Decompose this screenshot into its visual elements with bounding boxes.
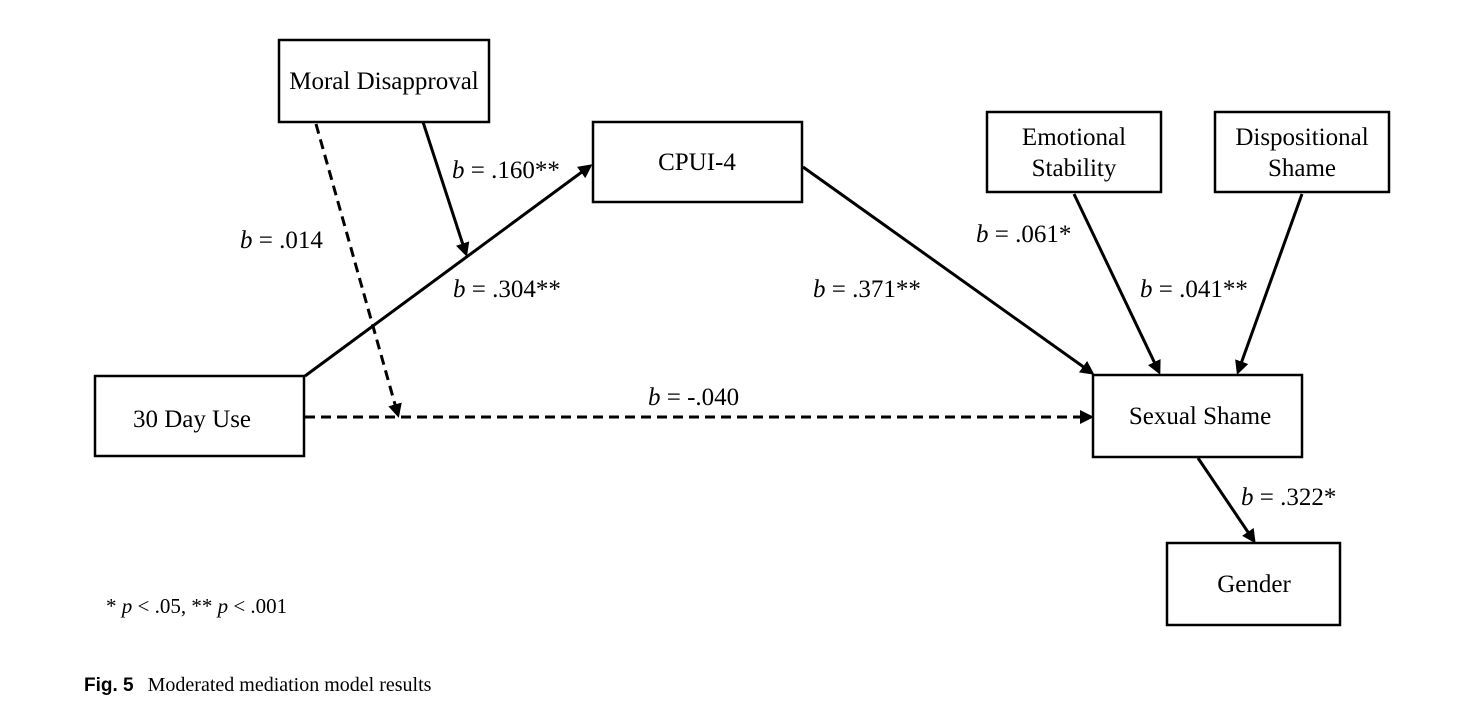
edge-moral-to-path-a <box>421 121 470 257</box>
node-label-line1: Emotional <box>1022 124 1126 151</box>
edge-shame-to-gender <box>1196 457 1256 544</box>
figure-caption: Fig. 5 Moderated mediation model results <box>84 674 432 696</box>
edge-label-use-to-cpui: b = .304** <box>453 276 561 303</box>
node-label: 30 Day Use <box>133 406 251 433</box>
node-label: CPUI-4 <box>658 149 736 176</box>
node-label-line1: Dispositional <box>1235 124 1368 151</box>
edge-label-use-to-shame: b = -.040 <box>648 384 739 411</box>
edge-use-to-cpui <box>304 164 593 378</box>
node-emotional-stability: Emotional Stability <box>985 110 1163 194</box>
node-30-day-use: 30 Day Use <box>93 374 306 458</box>
significance-note: * p < .05, ** p < .001 <box>106 594 287 618</box>
edge-moral-to-path-c <box>314 123 402 418</box>
node-gender: Gender <box>1165 541 1342 627</box>
node-label-line2: Stability <box>1032 155 1117 182</box>
node-label: Gender <box>1217 571 1291 598</box>
edge-cpui-to-shame <box>802 165 1095 375</box>
edge-label-dispositional-to-shame: b = .041** <box>1140 276 1248 303</box>
edge-dispositional-to-shame <box>1235 193 1304 375</box>
caption-label: Fig. 5 <box>84 675 134 696</box>
edge-label-stability-to-shame: b = .061* <box>976 221 1071 248</box>
edge-label-moral-to-path-c: b = .014 <box>240 227 323 254</box>
node-dispositional-shame: Dispositional Shame <box>1213 110 1391 194</box>
node-moral-disapproval: Moral Disapproval <box>277 38 491 124</box>
node-cpui4: CPUI-4 <box>591 120 804 204</box>
edge-stability-to-shame <box>1072 193 1161 375</box>
edge-label-shame-to-gender: b = .322* <box>1241 484 1336 511</box>
edge-label-moral-to-path-a: b = .160** <box>452 157 560 184</box>
caption-text: Moderated mediation model results <box>148 674 432 696</box>
edge-label-cpui-to-shame: b = .371** <box>813 276 921 303</box>
node-label-line2: Shame <box>1268 155 1336 182</box>
node-label: Moral Disapproval <box>289 68 479 95</box>
node-sexual-shame: Sexual Shame <box>1091 373 1304 459</box>
node-label: Sexual Shame <box>1129 403 1271 430</box>
